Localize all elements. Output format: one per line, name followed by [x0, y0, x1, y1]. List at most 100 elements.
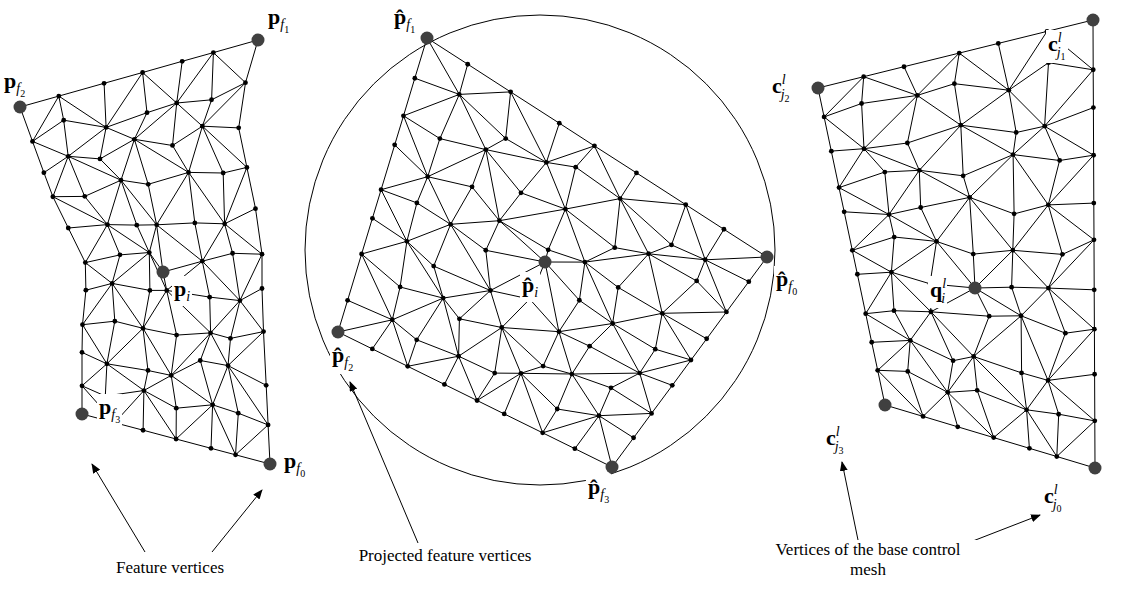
- mesh-vertex: [1092, 372, 1097, 377]
- mesh-edges: [338, 38, 767, 467]
- mesh-vertex: [612, 245, 617, 250]
- mesh-vertex: [1019, 313, 1024, 318]
- mesh-vertex: [905, 369, 910, 374]
- leader-arrow: [350, 382, 418, 543]
- mesh-vertex: [200, 259, 205, 264]
- math-symbol-part: f: [406, 17, 410, 32]
- mesh-vertex: [174, 101, 179, 106]
- mesh-vertex: [822, 115, 827, 120]
- feature-vertex: [421, 32, 434, 45]
- mesh-vertex: [238, 298, 243, 303]
- math-symbol-part: l: [1058, 30, 1062, 45]
- mesh-vertex: [1012, 211, 1017, 216]
- mesh-vertex: [971, 252, 976, 257]
- mesh-vertex: [243, 80, 248, 85]
- mesh-vertex: [207, 295, 212, 300]
- mesh-vertex: [392, 142, 397, 147]
- mesh-vertex: [56, 94, 61, 99]
- mesh-vertex: [148, 288, 153, 293]
- math-symbol-part: j: [781, 87, 785, 102]
- mesh-vertex: [140, 70, 145, 75]
- mesh-vertex: [266, 423, 271, 428]
- vertex-label: pf0: [282, 448, 307, 480]
- math-symbol-part: 3: [604, 494, 609, 505]
- mesh-vertex: [557, 121, 562, 126]
- mesh-vertex: [412, 76, 417, 81]
- mesh-vertex: [889, 270, 894, 275]
- mesh-vertex: [1091, 105, 1096, 110]
- triangle-meshes: [14, 14, 1102, 475]
- mesh-vertex: [546, 247, 551, 252]
- mesh-vertex: [61, 118, 66, 123]
- feature-vertex: [879, 399, 892, 412]
- mesh-vertex: [908, 338, 913, 343]
- vertex-label: clj0: [1042, 482, 1064, 515]
- mesh-vertex: [971, 354, 976, 359]
- mesh-vertex: [30, 139, 35, 144]
- mesh-vertex: [370, 347, 375, 352]
- mesh-vertex: [401, 113, 406, 118]
- mesh-vertex: [859, 101, 864, 106]
- mesh-vertex: [1091, 153, 1096, 158]
- mesh-vertex: [104, 125, 109, 130]
- math-symbol-part: p̂: [522, 272, 534, 297]
- mesh-vertex: [379, 187, 384, 192]
- mesh-vertex: [829, 149, 834, 154]
- mesh-vertex: [448, 222, 453, 227]
- mesh-vertex: [592, 143, 597, 148]
- mesh-vertex: [1027, 446, 1032, 451]
- mesh-vertex: [1092, 418, 1097, 423]
- mesh-vertex: [869, 340, 874, 345]
- mesh-vertex: [1060, 252, 1065, 257]
- mesh-vertex: [146, 182, 151, 187]
- mesh-vertex: [957, 51, 962, 56]
- mesh-vertex: [98, 157, 103, 162]
- mesh-vertex: [192, 221, 197, 226]
- mesh-vertex: [921, 414, 926, 419]
- mesh-vertex: [228, 336, 233, 341]
- math-symbol-part: f: [788, 279, 792, 294]
- feature-vertex: [252, 34, 265, 47]
- math-symbol-part: l: [942, 276, 946, 291]
- mesh-vertex: [508, 89, 513, 94]
- mesh-vertex: [631, 435, 636, 440]
- mesh-vertex: [80, 350, 85, 355]
- mesh-vertex: [975, 388, 980, 393]
- math-symbol-part: p̂: [776, 266, 788, 291]
- mesh-vertex: [209, 97, 214, 102]
- math-symbol-part: 0: [300, 468, 305, 479]
- vertex-label: p̂f0: [774, 266, 799, 298]
- mesh-vertex: [83, 288, 88, 293]
- mesh-vertex: [118, 252, 123, 257]
- math-symbol-part: j: [835, 439, 839, 454]
- math-symbol-part: 2: [785, 93, 790, 104]
- math-symbol-part: c: [1048, 31, 1058, 56]
- mesh-vertex: [850, 248, 855, 253]
- math-symbol-part: l: [1054, 482, 1058, 497]
- feature-vertex: [761, 251, 774, 264]
- math-symbol-part: 1: [410, 24, 415, 35]
- math-symbol-part: i: [941, 291, 945, 306]
- mesh-vertex: [1042, 124, 1047, 129]
- mesh-vertex: [457, 316, 462, 321]
- unit-circle: [305, 15, 775, 485]
- math-symbol-part: 3: [839, 445, 844, 456]
- mesh-vertex: [1056, 412, 1061, 417]
- mesh-vertex: [928, 309, 933, 314]
- mesh-vertex: [1091, 67, 1096, 72]
- mesh-vertex: [1010, 248, 1015, 253]
- mesh-vertex: [573, 165, 578, 170]
- math-symbol-part: p̂: [332, 342, 344, 367]
- math-symbol-part: j: [1057, 45, 1061, 60]
- mesh-vertex: [637, 371, 642, 376]
- mesh-vertex: [649, 411, 654, 416]
- mesh-vertex: [905, 141, 910, 146]
- math-symbol-part: i: [186, 289, 190, 304]
- mesh-vertex: [958, 123, 963, 128]
- mesh-vertex: [618, 196, 623, 201]
- mesh-vertex: [862, 146, 867, 151]
- vertex-label: p̂f2: [330, 342, 355, 374]
- mesh-vertex: [952, 81, 957, 86]
- mesh-vertex: [996, 41, 1001, 46]
